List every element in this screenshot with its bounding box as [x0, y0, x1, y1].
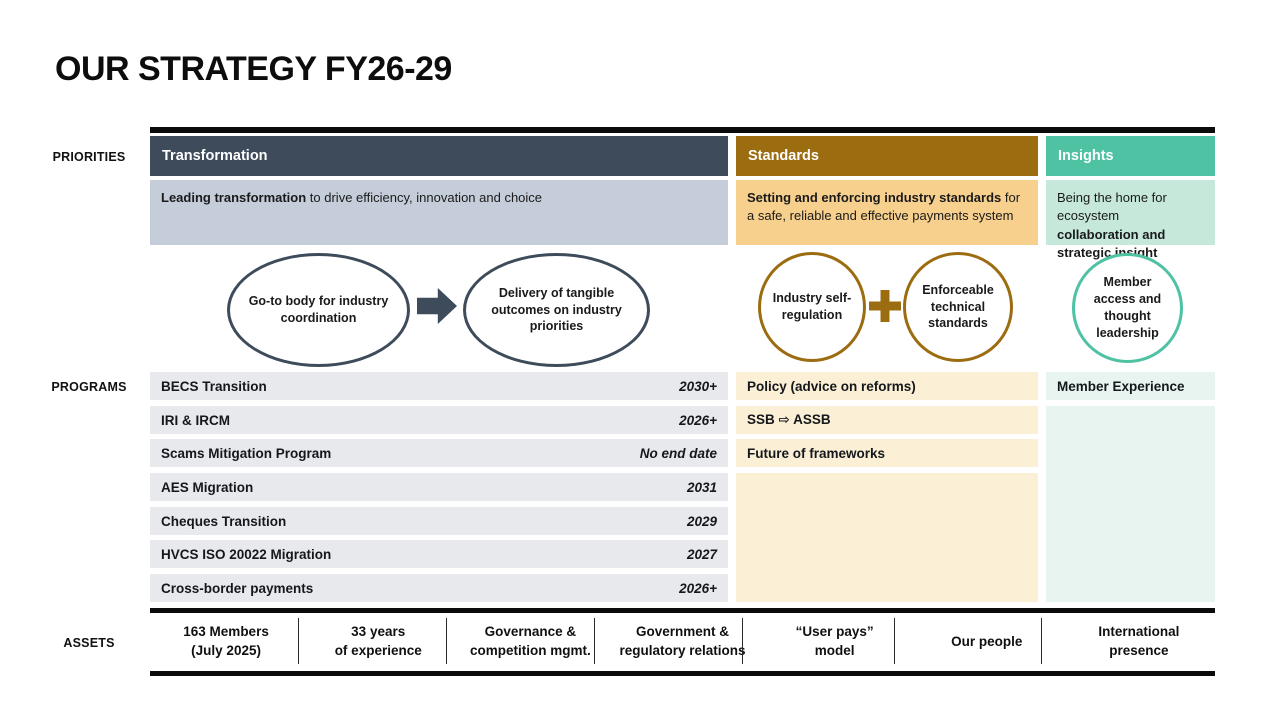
program-name: SSB ⇨ ASSB: [747, 412, 831, 427]
program-name: Cross-border payments: [161, 580, 314, 596]
right-arrow-icon: [417, 288, 457, 324]
page-title: OUR STRATEGY FY26-29: [55, 50, 452, 88]
circle-industry-self-regulation-label: Industry self-regulation: [772, 291, 852, 322]
asset-cell-user-pays: “User pays” model: [759, 613, 911, 671]
program-name: Policy (advice on reforms): [747, 378, 916, 394]
oval-delivery-outcomes-label: Delivery of tangible outcomes on industr…: [491, 285, 622, 334]
program-end-date: 2029: [686, 513, 717, 529]
asset-cell-government: Government & regulatory relations: [606, 613, 758, 671]
program-end-date: 2026+: [679, 412, 717, 428]
asset-cell-members: 163 Members (July 2025): [150, 613, 302, 671]
header-transformation: Transformation: [150, 136, 728, 176]
program-row: Cross-border payments 2026+: [150, 574, 728, 602]
asset-line: regulatory relations: [619, 643, 746, 658]
desc-transformation-bold: Leading transformation: [161, 190, 307, 205]
asset-line: competition mgmt.: [469, 643, 591, 658]
oval-go-to-body-label: Go-to body for industry coordination: [248, 294, 389, 325]
program-name: Future of frameworks: [747, 445, 886, 461]
circle-member-access: Member access and thought leadership: [1072, 253, 1183, 363]
row-label-programs: PROGRAMS: [51, 380, 127, 394]
program-end-date: 2026+: [679, 580, 717, 596]
divider-top: [150, 127, 1215, 133]
row-label-assets: ASSETS: [63, 636, 115, 650]
asset-line: International: [1098, 624, 1180, 640]
desc-standards-bold: Setting and enforcing industry standards: [747, 190, 1002, 205]
asset-divider: [742, 618, 743, 664]
desc-standards: Setting and enforcing industry standards…: [736, 180, 1038, 245]
insights-fill-block: [1046, 406, 1215, 602]
desc-transformation-rest: to drive efficiency, innovation and choi…: [306, 190, 543, 205]
program-row: BECS Transition 2030+: [150, 372, 728, 400]
header-standards: Standards: [736, 136, 1038, 176]
desc-insights-lead: Being the home for ecosystem: [1057, 190, 1167, 224]
asset-line: presence: [1109, 643, 1169, 658]
program-row: Policy (advice on reforms): [736, 372, 1038, 400]
asset-cell-governance: Governance & competition mgmt.: [454, 613, 606, 671]
asset-divider: [446, 618, 447, 664]
asset-line: Government &: [635, 624, 729, 640]
program-end-date: 2027: [686, 546, 717, 562]
program-row: Future of frameworks: [736, 439, 1038, 467]
program-name: BECS Transition: [161, 378, 267, 394]
desc-transformation: Leading transformation to drive efficien…: [150, 180, 728, 245]
program-name: Member Experience: [1057, 378, 1185, 394]
row-label-priorities: PRIORITIES: [52, 150, 126, 164]
circle-member-access-label: Member access and thought leadership: [1093, 275, 1162, 340]
oval-go-to-body: Go-to body for industry coordination: [227, 253, 410, 367]
asset-divider: [298, 618, 299, 664]
asset-line: of experience: [334, 643, 422, 658]
divider-mid: [150, 608, 1215, 613]
asset-divider: [894, 618, 895, 664]
asset-line: (July 2025): [191, 643, 261, 658]
asset-line: Governance &: [484, 624, 577, 640]
circle-industry-self-regulation: Industry self-regulation: [758, 252, 866, 362]
divider-bottom: [150, 671, 1215, 676]
program-name: Scams Mitigation Program: [161, 445, 332, 461]
program-end-date: No end date: [639, 445, 717, 461]
assets-strip: 163 Members (July 2025) 33 years of expe…: [150, 613, 1215, 671]
program-end-date: 2031: [686, 479, 717, 495]
asset-line: “User pays”: [795, 624, 874, 640]
program-row: Member Experience: [1046, 372, 1215, 400]
program-row: IRI & IRCM 2026+: [150, 406, 728, 434]
desc-standards-rest: for a safe, reliable and effective payme…: [747, 190, 1021, 224]
asset-line: Our people: [951, 633, 1023, 649]
standards-fill-block: [736, 473, 1038, 602]
program-row: HVCS ISO 20022 Migration 2027: [150, 540, 728, 568]
program-name: Cheques Transition: [161, 513, 287, 529]
program-end-date: 2030+: [679, 378, 717, 394]
asset-line: 33 years: [351, 624, 406, 640]
circle-enforceable-standards: Enforceable technical standards: [903, 252, 1013, 362]
oval-delivery-outcomes: Delivery of tangible outcomes on industr…: [463, 253, 650, 367]
desc-insights: Being the home for ecosystem collaborati…: [1046, 180, 1215, 260]
program-row: Scams Mitigation Program No end date: [150, 439, 728, 467]
circle-enforceable-standards-label: Enforceable technical standards: [922, 282, 994, 331]
asset-divider: [1041, 618, 1042, 664]
asset-cell-international: International presence: [1063, 613, 1215, 671]
program-row: AES Migration 2031: [150, 473, 728, 501]
plus-icon: [869, 290, 901, 322]
asset-line: 163 Members: [183, 624, 269, 640]
header-insights: Insights: [1046, 136, 1215, 176]
asset-cell-our-people: Our people: [911, 613, 1063, 671]
asset-divider: [594, 618, 595, 664]
program-name: IRI & IRCM: [161, 412, 230, 428]
asset-cell-experience: 33 years of experience: [302, 613, 454, 671]
program-row: SSB ⇨ ASSB: [736, 406, 1038, 434]
program-name: HVCS ISO 20022 Migration: [161, 546, 332, 562]
program-row: Cheques Transition 2029: [150, 507, 728, 535]
program-name: AES Migration: [161, 479, 254, 495]
asset-line: model: [814, 643, 855, 658]
